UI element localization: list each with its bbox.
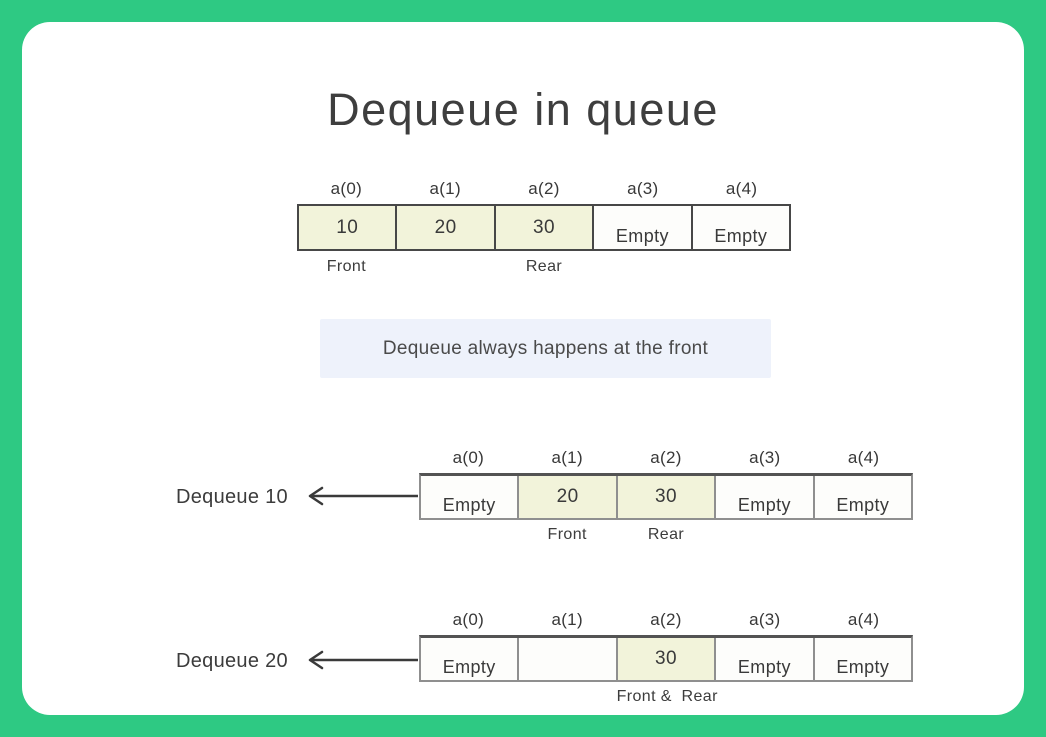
queue-after-dequeue-10: a(0) a(1) a(2) a(3) a(4) Empty 20 30 Emp… [419,448,913,544]
cell-index-label: a(4) [847,448,880,467]
front-pointer-label: Front [326,258,367,275]
queue-cells-row: Empty 30 Empty Empty [419,635,913,682]
queue-cell: 30 [617,476,717,518]
cell-index-label: a(1) [551,610,583,629]
pointer-label [715,688,814,706]
dequeue-20-label: Dequeue 20 [176,650,288,672]
cell-index-label: a(3) [749,448,781,467]
queue-index-row: a(0) a(1) a(2) a(3) a(4) [419,448,913,468]
cell-index-label: a(0) [452,448,485,467]
diagram-card: Dequeue in queue a(0) a(1) a(2) a(3) a(4… [22,22,1024,715]
queue-cell: Empty [594,206,693,249]
cell-index-label: a(1) [429,179,461,198]
queue-initial: a(0) a(1) a(2) a(3) a(4) 10 20 30 Empty … [297,179,791,276]
cell-index-label: a(4) [725,179,758,198]
queue-cells-row: 10 20 30 Empty Empty [297,204,791,251]
queue-after-dequeue-20: a(0) a(1) a(2) a(3) a(4) Empty 30 Empty … [419,610,913,706]
page-title: Dequeue in queue [327,84,719,135]
queue-cell: Empty [814,476,912,518]
queue-index-row: a(0) a(1) a(2) a(3) a(4) [297,179,791,199]
queue-pointer-row: Front Rear [419,526,913,544]
note-box: Dequeue always happens at the front [320,319,771,378]
queue-index-row: a(0) a(1) a(2) a(3) a(4) [419,610,913,630]
rear-pointer-label: Rear [647,526,685,543]
front-rear-pointer-label: Front & Rear [616,688,718,705]
pointer-label [396,258,495,276]
queue-pointer-row: Front & Rear [419,688,913,706]
queue-cell: 20 [519,476,618,518]
cell-index-label: a(2) [528,179,560,198]
pointer-label [419,526,518,544]
queue-cells-row: Empty 20 30 Empty Empty [419,473,913,520]
queue-cell: Empty [421,476,520,518]
queue-cell: 10 [299,206,398,249]
pointer-label [593,258,692,276]
cell-index-label: a(2) [650,448,682,467]
cell-index-label: a(3) [749,610,781,629]
note-text: Dequeue always happens at the front [382,337,709,359]
queue-cell: 30 [495,206,595,249]
left-arrow-icon [308,486,418,506]
cell-index-label: a(0) [452,610,485,629]
cell-index-label: a(4) [847,610,880,629]
pointer-label [692,258,791,276]
pointer-label [419,688,518,706]
pointer-label [814,688,913,706]
queue-cell [519,638,618,680]
queue-cell: Empty [814,638,912,680]
left-arrow-icon [308,650,418,670]
queue-cell: 30 [617,638,717,680]
cell-index-label: a(2) [650,610,682,629]
queue-cell: 20 [397,206,496,249]
pointer-label [518,688,617,706]
pointer-label [715,526,814,544]
cell-index-label: a(1) [551,448,583,467]
cell-index-label: a(3) [627,179,659,198]
queue-cell: Empty [692,206,790,249]
dequeue-10-label: Dequeue 10 [176,486,288,508]
queue-cell: Empty [716,638,815,680]
queue-pointer-row: Front Rear [297,258,791,276]
queue-cell: Empty [421,638,520,680]
cell-index-label: a(0) [330,179,363,198]
queue-cell: Empty [716,476,815,518]
pointer-label [814,526,913,544]
rear-pointer-label: Rear [525,258,563,275]
front-pointer-label: Front [547,526,587,543]
